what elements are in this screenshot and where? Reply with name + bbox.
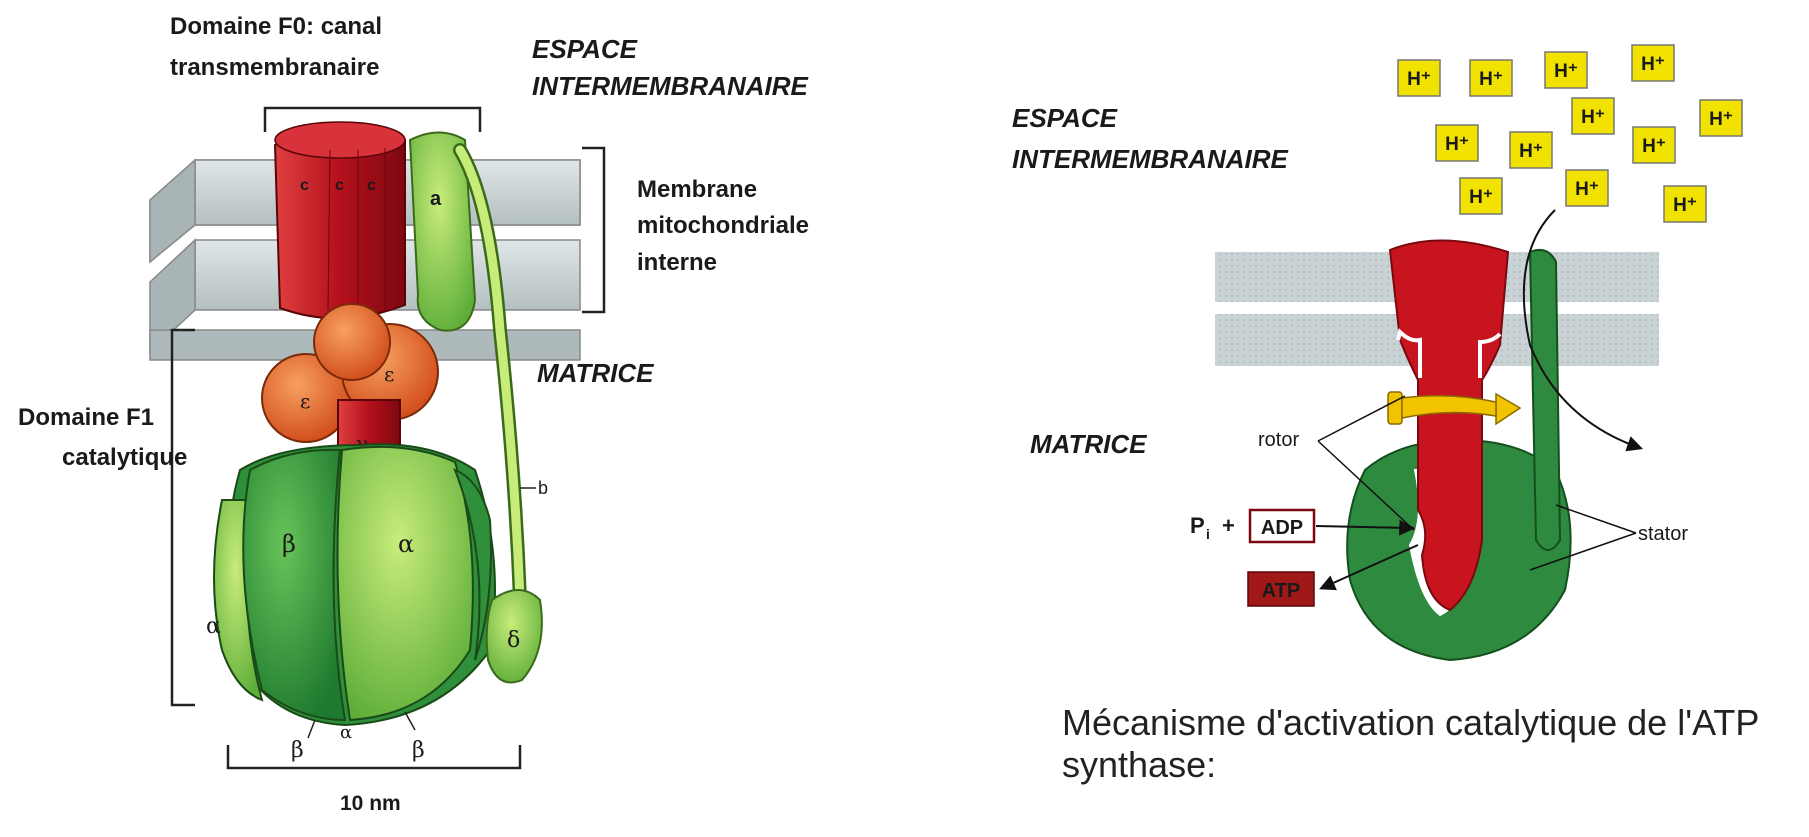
svg-text:H⁺: H⁺ — [1673, 195, 1697, 216]
svg-text:H⁺: H⁺ — [1575, 179, 1599, 200]
rotor-pointer — [1317, 395, 1415, 531]
membrane-label-line3: interne — [637, 249, 717, 276]
f1-label-line1: Domaine F1 — [18, 404, 154, 431]
svg-text:β: β — [282, 530, 296, 558]
protons: H⁺ H⁺ H⁺ H⁺ H⁺ H⁺ H⁺ H⁺ H⁺ H⁺ H⁺ H⁺ — [1397, 44, 1743, 223]
right-figure: ESPACE INTERMEMBRANAIRE MATRICE H⁺ H⁺ — [1012, 44, 1743, 662]
left-figure: Domaine F0: canal transmembranaire ESPAC… — [18, 13, 809, 815]
svg-text:γ: γ — [356, 431, 368, 455]
alpha-bottom: α — [340, 722, 352, 743]
svg-text:α: α — [206, 614, 221, 639]
pi-subscript: i — [1206, 526, 1210, 542]
svg-text:H⁺: H⁺ — [1581, 107, 1605, 128]
right-espace-label-line2: INTERMEMBRANAIRE — [1012, 144, 1289, 174]
left-espace-label-line1: ESPACE — [532, 34, 638, 64]
proton-path-arrow — [1522, 209, 1644, 452]
stator-pointer — [1529, 504, 1637, 571]
epsilon-subunit: ε ε — [261, 303, 439, 443]
adp-box: ADP — [1248, 508, 1316, 544]
membrane-bracket — [582, 146, 606, 314]
c-ring-subunit: c c c — [273, 121, 406, 320]
delta-subunit: δ — [485, 589, 543, 684]
left-espace-label-line2: INTERMEMBRANAIRE — [532, 71, 809, 101]
atp-box: ATP — [1247, 571, 1315, 607]
svg-text:H⁺: H⁺ — [1642, 136, 1666, 157]
f1-label-line2: catalytique — [62, 444, 187, 471]
left-matrice-label: MATRICE — [537, 358, 654, 388]
plus-sign: + — [1222, 513, 1235, 538]
beta-bottom-right: β — [412, 738, 425, 763]
svg-text:ATP: ATP — [1262, 580, 1301, 602]
pi-label: P — [1190, 513, 1205, 538]
f1-catalytic-head: β α α — [206, 443, 496, 727]
scale-label: 10 nm — [340, 792, 401, 815]
atp-arrow — [1319, 544, 1419, 591]
svg-text:H⁺: H⁺ — [1469, 187, 1493, 208]
svg-text:H⁺: H⁺ — [1445, 134, 1469, 155]
b-label: b — [538, 478, 548, 498]
rotor-red — [1388, 239, 1510, 612]
svg-text:H⁺: H⁺ — [1407, 69, 1431, 90]
f0-label-line1: Domaine F0: canal — [170, 13, 382, 40]
right-espace-label-line1: ESPACE — [1012, 103, 1118, 133]
rotation-arrow — [1387, 391, 1522, 426]
a-subunit: a — [408, 131, 477, 332]
f0-bracket — [263, 106, 482, 132]
svg-text:H⁺: H⁺ — [1641, 54, 1665, 75]
stator-arm — [1528, 249, 1562, 551]
beta-bottom-left: β — [291, 738, 304, 763]
svg-text:ε: ε — [384, 362, 394, 386]
right-matrice-label: MATRICE — [1030, 429, 1147, 459]
svg-text:c: c — [335, 177, 344, 194]
membrane-label-line1: Membrane — [637, 176, 757, 203]
svg-text:δ: δ — [507, 628, 520, 653]
f0-label-line2: transmembranaire — [170, 54, 379, 81]
svg-text:ADP: ADP — [1261, 517, 1303, 539]
svg-text:H⁺: H⁺ — [1554, 61, 1578, 82]
scale-bar — [226, 745, 522, 770]
adp-arrow — [1315, 519, 1416, 536]
membrane-label-line2: mitochondriale — [637, 212, 809, 239]
svg-text:a: a — [430, 188, 442, 210]
svg-text:c: c — [367, 177, 376, 194]
stator-label: stator — [1638, 523, 1688, 545]
caption: Mécanisme d'activation catalytique de l'… — [1062, 702, 1759, 785]
svg-text:α: α — [398, 530, 414, 558]
svg-text:H⁺: H⁺ — [1709, 109, 1733, 130]
svg-text:H⁺: H⁺ — [1479, 69, 1503, 90]
rotor-label: rotor — [1258, 429, 1299, 451]
f1-bracket — [170, 328, 195, 707]
svg-text:H⁺: H⁺ — [1519, 141, 1543, 162]
svg-text:ε: ε — [300, 389, 310, 413]
svg-text:c: c — [300, 177, 309, 194]
